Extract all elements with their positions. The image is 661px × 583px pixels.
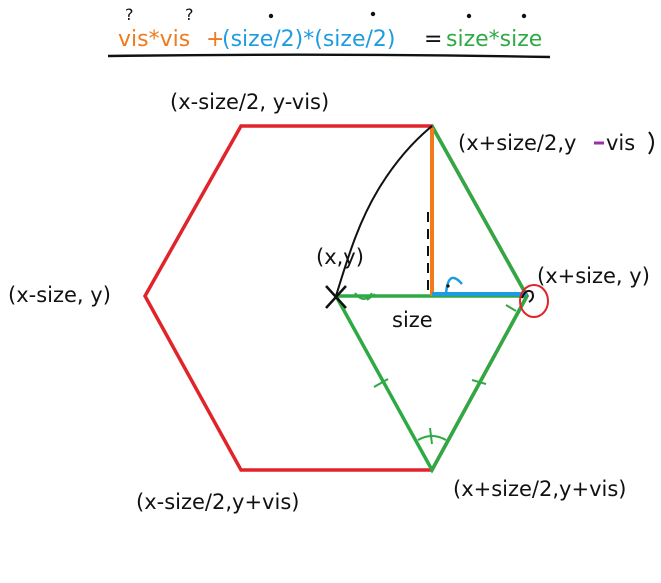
- label-size: size: [392, 308, 433, 332]
- right-vertex-circle: [519, 284, 549, 318]
- question-mark: ?: [125, 5, 134, 24]
- label-top-left: (x-size/2, y-vis): [170, 90, 329, 114]
- equation-plus: +: [206, 27, 224, 52]
- tick-mark: [366, 293, 376, 301]
- label-center: (x,y): [316, 245, 364, 269]
- label-right: (x+size, y): [537, 264, 650, 288]
- label-left: (x-size, y): [8, 283, 111, 307]
- angle-dot: [446, 284, 450, 288]
- equation-vis-term: vis*vis: [118, 27, 190, 52]
- dot-mark: [466, 13, 472, 19]
- close-paren-mark: [648, 131, 654, 155]
- label-bottom-left: (x-size/2,y+vis): [136, 490, 299, 514]
- label-top-right-b: vis: [606, 131, 635, 155]
- triangle-edge: [430, 125, 529, 297]
- dot-mark: [268, 13, 274, 19]
- center-x-mark: [325, 285, 347, 309]
- equation: vis*vis + (size/2)*(size/2) = size*size …: [107, 5, 551, 59]
- question-mark: ?: [185, 5, 194, 24]
- dot-mark: [521, 13, 527, 19]
- equation-size-term: (size/2)*(size/2): [222, 27, 395, 52]
- tick-mark: [373, 378, 389, 388]
- tick-mark: [429, 427, 433, 445]
- tick-mark: [471, 379, 487, 385]
- dot-mark: [370, 11, 376, 17]
- equation-rhs: size*size: [446, 27, 542, 52]
- right-angle-arc: [444, 276, 463, 295]
- label-bottom-right: (x+size/2,y+vis): [453, 477, 626, 501]
- angle-mark: [354, 292, 373, 300]
- equation-underline: [107, 53, 551, 59]
- equation-equals: =: [424, 27, 442, 52]
- label-top-right-a: (x+size/2,y: [458, 131, 576, 155]
- right-vertex-scribble: [521, 289, 534, 303]
- triangle-lower: [334, 295, 529, 474]
- tick-mark: [505, 304, 517, 312]
- sketch-curve: [335, 125, 433, 297]
